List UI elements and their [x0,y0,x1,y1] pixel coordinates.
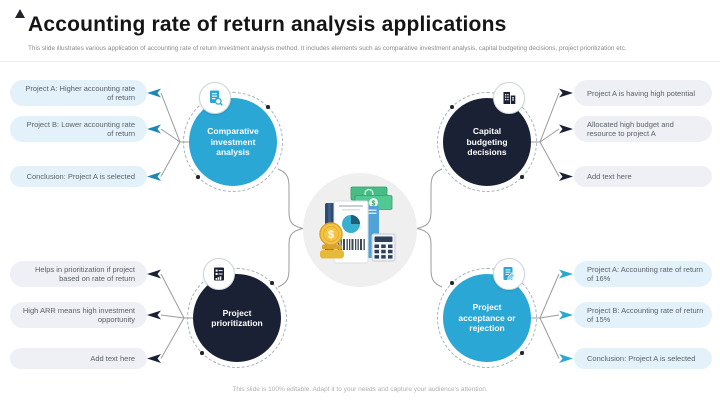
dashed-ring [187,268,287,368]
dollar-coin-icon: $ [319,222,344,259]
ring-dot [200,351,204,355]
ring-dot [266,105,270,109]
section-circle-comparative: Comparative investment analysis [189,98,277,186]
comparative-arrowhead-icons [147,88,161,181]
brace-left [277,168,304,288]
prioritization-arrowhead-icons [147,269,161,363]
icon-bubble [493,82,525,114]
financial-analysis-illustration: $ [319,186,396,264]
callout-pill: Add text here [10,348,147,369]
icon-bubble [203,258,235,290]
callout-pill: Conclusion: Project A is selected [574,348,712,369]
section-circle-capital: Capital budgeting decisions [443,98,531,186]
slide-subtitle: This slide illustrates various applicati… [28,45,627,52]
section-label: Comparative investment analysis [207,126,259,158]
svg-text:$: $ [372,200,376,207]
callout-pill: Add text here [574,166,712,187]
ring-dot [450,281,454,285]
section-label: Project acceptance or rejection [458,302,516,334]
acceptance-arrowhead-icons [559,269,573,363]
slide-footer-note: This slide is 100% editable. Adapt it to… [232,386,488,393]
callout-pill: Project A: Higher accounting rate of ret… [10,80,147,106]
section-label: Capital budgeting decisions [466,126,508,158]
svg-text:$: $ [328,229,334,241]
ring-dot [520,351,524,355]
brace-right [416,168,443,288]
callout-pill: Project B: Lower accounting rate of retu… [10,116,147,142]
dashed-ring [437,92,537,192]
dashed-ring [183,92,283,192]
ring-dot [520,175,524,179]
document-edit-icon [503,267,516,281]
section-label: Project prioritization [211,307,263,329]
section-circle-prioritization: Project prioritization [193,274,281,362]
callout-pill: Project A is having high potential [574,80,712,106]
ring-dot [196,175,200,179]
callout-pill: High ARR means high investment opportuni… [10,302,147,328]
slide-title: Accounting rate of return analysis appli… [28,13,507,36]
ring-dot [270,281,274,285]
icon-bubble [493,258,525,290]
callout-pill: Helps in prioritization if project based… [10,261,147,287]
dashed-ring [437,268,537,368]
icon-bubble [199,82,231,114]
section-circle-acceptance: Project acceptance or rejection [443,274,531,362]
document-search-icon [210,90,223,106]
callout-pill: Allocated high budget and resource to pr… [574,116,712,142]
corner-triangle-icon [15,9,25,18]
ring-dot [450,105,454,109]
calculator-icon [371,233,396,262]
capital-arrowhead-icons [559,88,573,181]
header-divider [0,61,720,62]
callout-pill: Conclusion: Project A is selected [10,166,147,187]
callout-pill: Project A: Accounting rate of return of … [574,261,712,287]
callout-pill: Project B: Accounting rate of return of … [574,302,712,328]
checklist-chart-icon [214,267,224,281]
center-circle: $ [303,173,417,287]
buildings-icon [503,92,516,104]
